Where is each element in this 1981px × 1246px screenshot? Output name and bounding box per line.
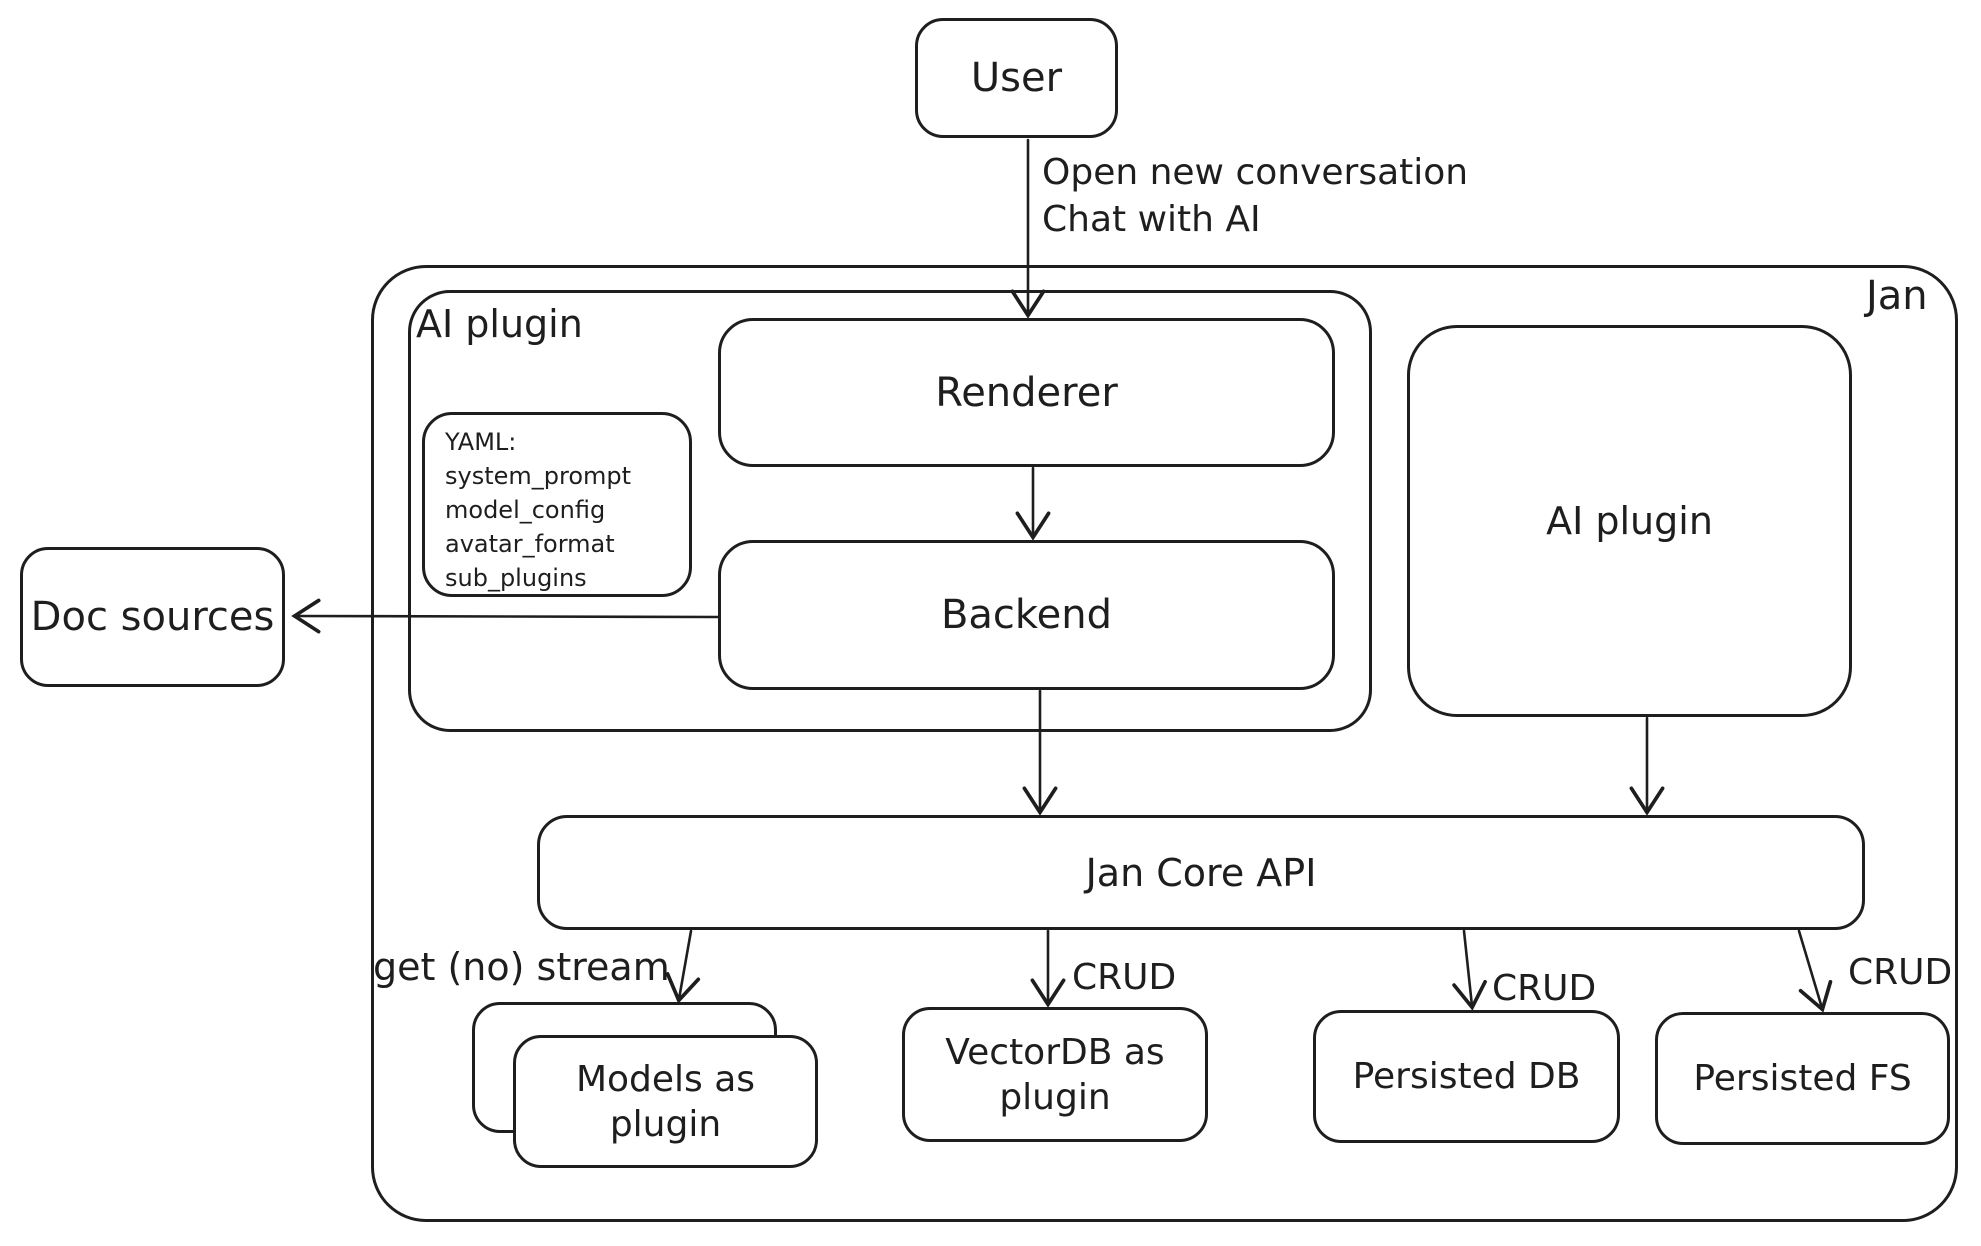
yaml-line: YAML: bbox=[445, 428, 517, 456]
get-no-stream-label: get (no) stream bbox=[373, 945, 670, 989]
ai-plugin-right-node: AI plugin bbox=[1407, 325, 1852, 717]
vectordb-plugin-node: VectorDB as plugin bbox=[902, 1007, 1208, 1142]
yaml-line: system_prompt bbox=[445, 462, 632, 491]
user-arrow-label: Open new conversation Chat with AI bbox=[1042, 152, 1469, 240]
yaml-note-text: YAML: system_prompt model_config avatar_… bbox=[425, 415, 631, 595]
jan-core-api-label: Jan Core API bbox=[1085, 850, 1317, 895]
yaml-note-box: YAML: system_prompt model_config avatar_… bbox=[422, 412, 692, 597]
crud-persisted-db-label: CRUD bbox=[1492, 968, 1597, 1009]
yaml-line: model_config bbox=[445, 496, 606, 525]
user-node: User bbox=[915, 18, 1118, 138]
renderer-node: Renderer bbox=[718, 318, 1335, 467]
ai-plugin-right-label: AI plugin bbox=[1546, 499, 1713, 543]
crud-persisted-fs-label: CRUD bbox=[1848, 952, 1953, 993]
persisted-db-label: Persisted DB bbox=[1352, 1056, 1581, 1097]
user-label: User bbox=[970, 55, 1063, 101]
renderer-label: Renderer bbox=[935, 369, 1118, 416]
persisted-fs-node: Persisted FS bbox=[1655, 1012, 1950, 1145]
backend-label: Backend bbox=[940, 592, 1113, 638]
jan-core-api-node: Jan Core API bbox=[537, 815, 1865, 930]
doc-sources-node: Doc sources bbox=[20, 547, 285, 687]
doc-sources-label: Doc sources bbox=[30, 594, 275, 640]
yaml-line: sub_plugins bbox=[445, 564, 587, 593]
ai-plugin-left-box bbox=[408, 290, 1372, 732]
jan-container-box bbox=[371, 265, 1958, 1222]
jan-container-label: Jan bbox=[1866, 273, 1928, 319]
persisted-fs-label: Persisted FS bbox=[1693, 1058, 1912, 1099]
crud-vectordb-label: CRUD bbox=[1072, 957, 1177, 998]
models-plugin-label: Models as plugin bbox=[575, 1058, 756, 1145]
persisted-db-node: Persisted DB bbox=[1313, 1010, 1620, 1143]
yaml-line: avatar_format bbox=[445, 530, 615, 559]
models-plugin-node: Models as plugin bbox=[513, 1035, 818, 1168]
ai-plugin-left-label: AI plugin bbox=[416, 302, 583, 346]
vectordb-plugin-label: VectorDB as plugin bbox=[945, 1031, 1165, 1118]
backend-node: Backend bbox=[718, 540, 1335, 690]
